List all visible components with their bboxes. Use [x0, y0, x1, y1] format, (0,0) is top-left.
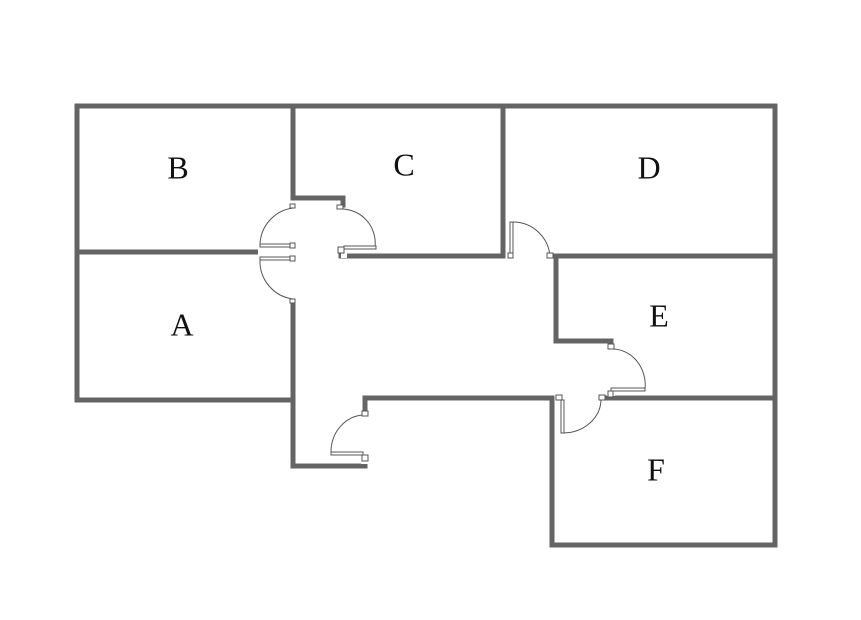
wall-south-corridor: [290, 302, 368, 469]
room-label-f: F: [647, 451, 665, 487]
room-label-c: C: [393, 146, 414, 182]
door-f: [555, 394, 606, 434]
wall-e-corridor: [553, 253, 614, 344]
doors: [258, 203, 646, 464]
door-a: [259, 255, 296, 304]
door-d: [507, 221, 554, 261]
wall-left-block: [74, 103, 778, 548]
door-e: [607, 343, 646, 398]
room-label-e: E: [649, 297, 669, 333]
door-b: [258, 203, 296, 257]
room-labels: A B C D E F: [167, 146, 668, 487]
wall-c-stub: [290, 195, 346, 208]
room-label-a: A: [170, 306, 193, 342]
room-label-b: B: [167, 149, 188, 185]
wall-corridor-top-right: [362, 395, 555, 415]
door-c: [336, 204, 377, 258]
interior-walls: [74, 103, 778, 401]
door-entry: [330, 410, 369, 464]
outer-walls: [74, 103, 778, 548]
room-label-d: D: [637, 149, 660, 185]
